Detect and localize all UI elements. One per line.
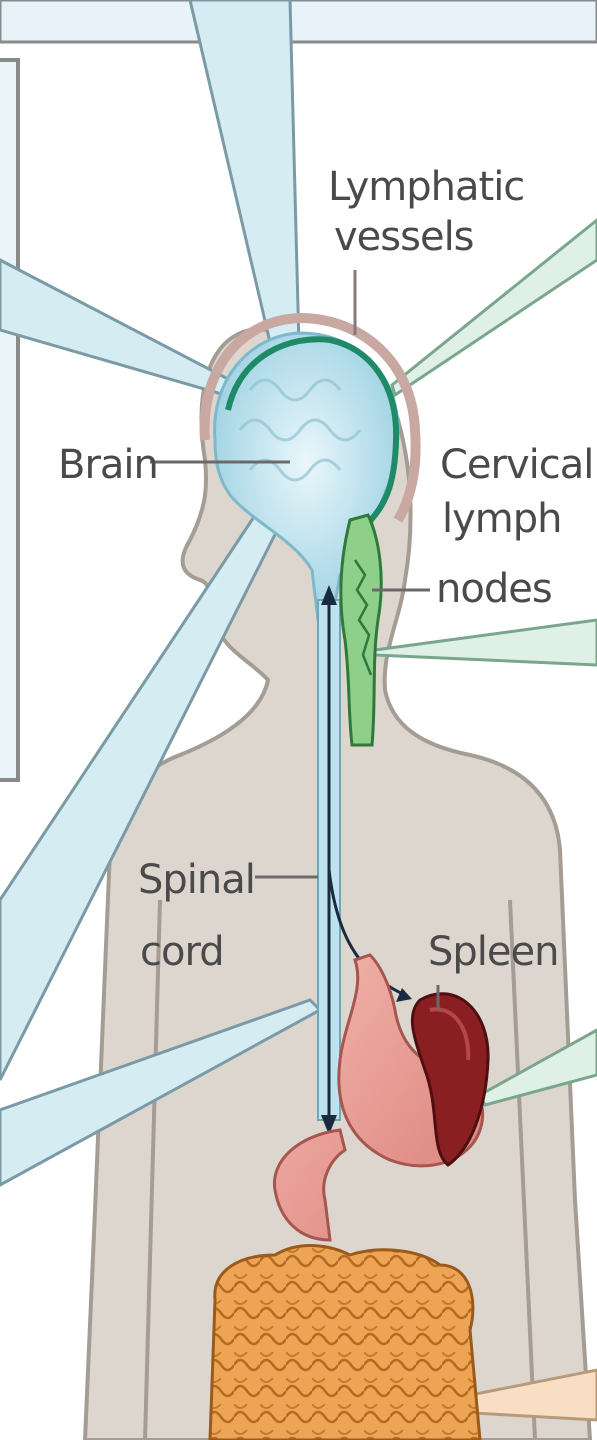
top-callout-box	[0, 0, 597, 42]
left-callout-box	[0, 60, 18, 780]
callout-beam-left-upper	[0, 260, 230, 395]
label-lymphatic: Lymphatic	[328, 164, 524, 210]
label-cord: cord	[140, 929, 224, 975]
intestines	[210, 1246, 480, 1440]
label-nodes: nodes	[436, 566, 552, 612]
callout-beam-right-mid	[375, 620, 597, 665]
label-lymph: lymph	[442, 496, 562, 542]
label-vessels: vessels	[334, 214, 474, 260]
label-cervical: Cervical	[440, 442, 593, 488]
label-brain: Brain	[58, 442, 158, 488]
label-spinal: Spinal	[138, 857, 255, 903]
callout-beam-top	[190, 0, 300, 385]
label-spleen: Spleen	[428, 929, 558, 975]
